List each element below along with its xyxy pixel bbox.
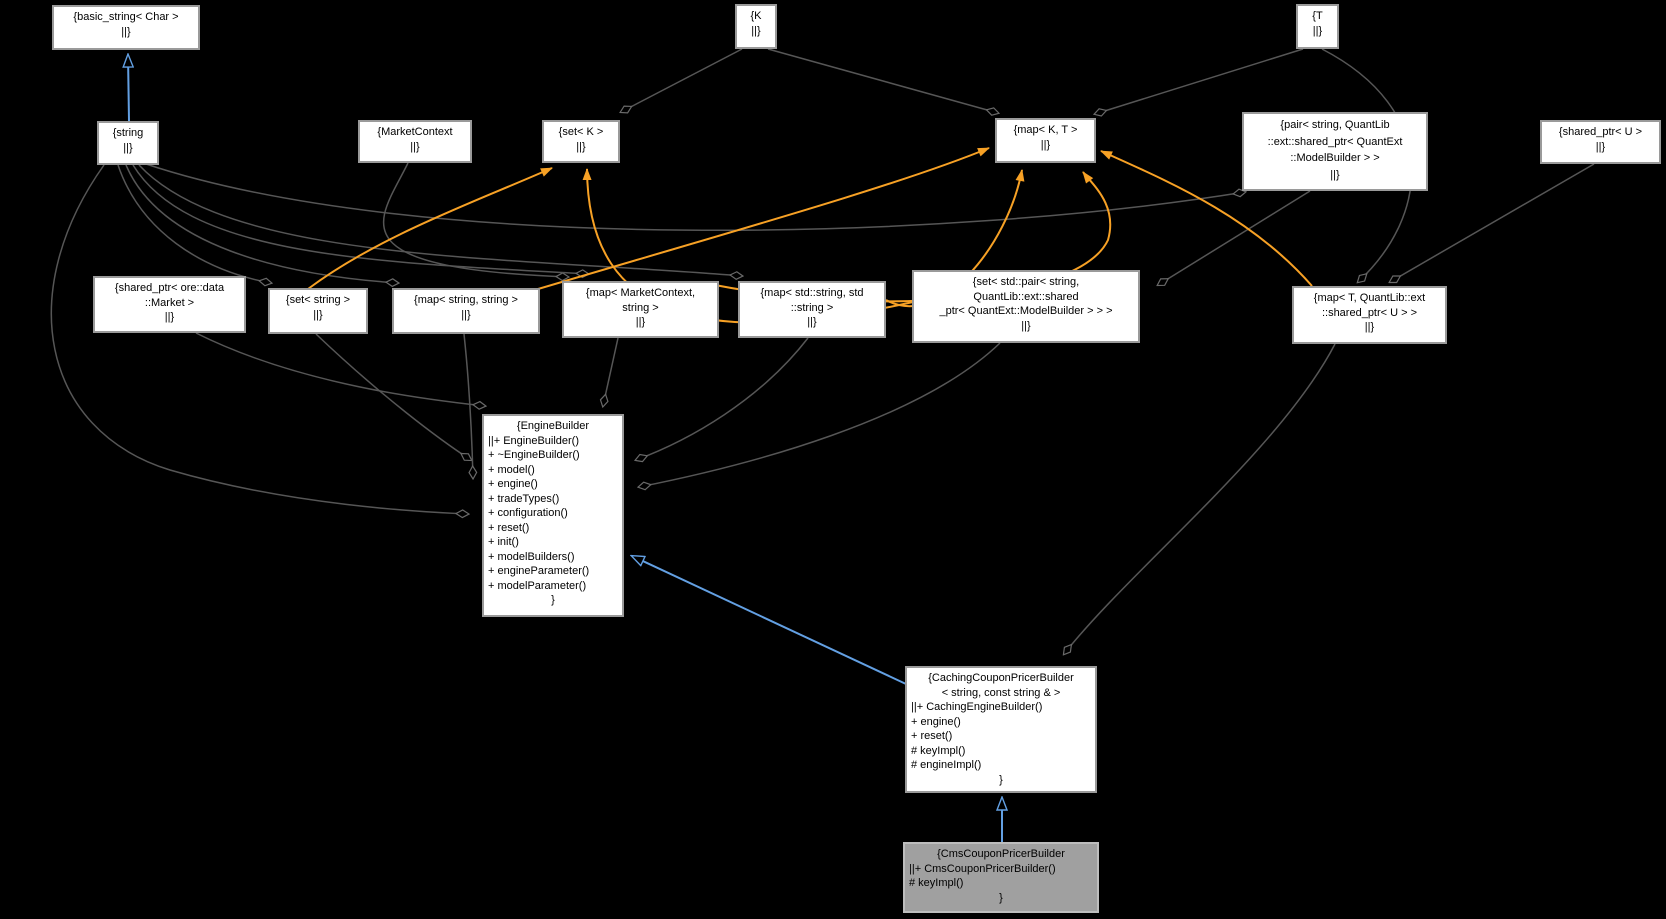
node-line: ||} bbox=[1595, 140, 1606, 153]
node-map-k-t[interactable]: {map< K, T > ||} bbox=[995, 118, 1096, 163]
node-line: {MarketContext bbox=[377, 126, 453, 138]
node-line: ||} bbox=[1330, 168, 1340, 181]
node-line: ||} bbox=[751, 24, 761, 37]
node-k[interactable]: {K ||} bbox=[735, 4, 777, 49]
node-line: + tradeTypes() bbox=[488, 492, 560, 505]
node-line: {map< std::string, std bbox=[760, 287, 864, 299]
node-line: {CmsCouponPricerBuilder bbox=[937, 848, 1065, 860]
node-line: ::ext::shared_ptr< QuantExt bbox=[1267, 135, 1403, 148]
node-line: {EngineBuilder bbox=[516, 420, 590, 432]
node-line: {set< string > bbox=[285, 294, 351, 306]
node-shared-ptr-u[interactable]: {shared_ptr< U > ||} bbox=[1540, 120, 1661, 164]
node-line: ||+ EngineBuilder() bbox=[488, 434, 580, 447]
aggregation-edges bbox=[50, 48, 1595, 654]
node-line: + engineParameter() bbox=[488, 565, 590, 577]
node-caching-coupon-pricer-builder[interactable]: {CachingCouponPricerBuilder < string, co… bbox=[905, 666, 1097, 793]
node-line: ||} bbox=[1021, 319, 1031, 332]
node-line: ||} bbox=[313, 308, 323, 321]
node-line: ||+ CachingEngineBuilder() bbox=[911, 701, 1043, 713]
node-line: + modelBuilders() bbox=[488, 550, 575, 563]
node-line: ||} bbox=[635, 316, 646, 328]
node-line: ||} bbox=[1312, 24, 1323, 37]
node-line: {string bbox=[112, 127, 144, 139]
node-line: # engineImpl() bbox=[911, 759, 982, 771]
node-engine-builder[interactable]: {EngineBuilder ||+ EngineBuilder() + ~En… bbox=[482, 414, 624, 617]
node-line: QuantLib::ext::shared bbox=[973, 290, 1079, 303]
node-basic-string-char[interactable]: {basic_string< Char > ||} bbox=[52, 5, 200, 50]
node-line: + configuration() bbox=[488, 507, 568, 519]
node-line: + modelParameter() bbox=[488, 579, 587, 592]
node-line: + engine() bbox=[488, 478, 538, 490]
node-line: + reset() bbox=[488, 521, 530, 534]
node-line: ||} bbox=[461, 308, 471, 321]
node-line: {pair< string, QuantLib bbox=[1280, 119, 1390, 131]
node-line: {CachingCouponPricerBuilder bbox=[928, 672, 1074, 684]
node-line: {set< K > bbox=[558, 126, 604, 138]
node-line: + model() bbox=[488, 463, 535, 476]
node-set-string[interactable]: {set< string > ||} bbox=[268, 288, 368, 334]
node-line: {K bbox=[750, 10, 762, 22]
node-line: ::string > bbox=[790, 301, 834, 314]
node-map-marketcontext-string[interactable]: {map< MarketContext, string > ||} bbox=[562, 281, 719, 338]
node-map-t-sharedptr-u[interactable]: {map< T, QuantLib::ext ::shared_ptr< U >… bbox=[1292, 286, 1447, 344]
node-line: ||} bbox=[576, 140, 586, 153]
node-line: ::shared_ptr< U > > bbox=[1321, 306, 1418, 319]
node-line: } bbox=[999, 773, 1003, 786]
node-line: {shared_ptr< ore::data bbox=[114, 282, 225, 294]
node-line: # keyImpl() bbox=[909, 877, 964, 889]
node-map-string-string[interactable]: {map< string, string > ||} bbox=[392, 288, 540, 334]
node-line: ||} bbox=[121, 25, 131, 38]
node-line: {map< K, T > bbox=[1013, 124, 1078, 136]
node-line: {basic_string< Char > bbox=[73, 11, 179, 23]
node-set-k[interactable]: {set< K > ||} bbox=[542, 120, 620, 163]
node-line: } bbox=[999, 891, 1003, 904]
node-line: ||} bbox=[164, 311, 175, 323]
node-market-context[interactable]: {MarketContext ||} bbox=[358, 120, 472, 163]
node-line: {map< MarketContext, bbox=[585, 287, 696, 299]
node-line: ||} bbox=[1364, 321, 1375, 333]
node-line: + ~EngineBuilder() bbox=[488, 449, 580, 461]
node-line: < string, const string & > bbox=[941, 686, 1061, 699]
node-line: + engine() bbox=[911, 715, 961, 728]
node-line: {shared_ptr< U > bbox=[1558, 126, 1643, 138]
node-line: {T bbox=[1312, 10, 1323, 22]
node-line: + reset() bbox=[911, 730, 953, 742]
node-line: {set< std::pair< string, bbox=[972, 276, 1080, 288]
node-line: ::Market > bbox=[144, 296, 195, 309]
node-line: } bbox=[551, 594, 555, 606]
node-line: {map< T, QuantLib::ext bbox=[1313, 292, 1426, 304]
node-line: ::ModelBuilder > > bbox=[1290, 152, 1380, 164]
inheritance-edges bbox=[128, 55, 1002, 843]
node-line: ||} bbox=[123, 141, 133, 154]
node-line: ||+ CmsCouponPricerBuilder() bbox=[909, 862, 1056, 875]
node-string[interactable]: {string ||} bbox=[97, 121, 159, 165]
node-line: ||} bbox=[410, 140, 420, 153]
node-line: # keyImpl() bbox=[911, 744, 966, 757]
node-line: {map< string, string > bbox=[414, 294, 518, 306]
node-set-pair-modelbuilder[interactable]: {set< std::pair< string, QuantLib::ext::… bbox=[912, 270, 1140, 343]
node-line: _ptr< QuantExt::ModelBuilder > > > bbox=[939, 305, 1113, 317]
node-line: ||} bbox=[807, 316, 817, 328]
node-t[interactable]: {T ||} bbox=[1296, 4, 1339, 49]
node-line: ||} bbox=[1040, 138, 1051, 151]
node-line: + init() bbox=[488, 536, 519, 548]
node-cms-coupon-pricer-builder[interactable]: {CmsCouponPricerBuilder ||+ CmsCouponPri… bbox=[903, 842, 1099, 913]
node-shared-ptr-market[interactable]: {shared_ptr< ore::data ::Market > ||} bbox=[93, 276, 246, 333]
node-map-stdstring-stdstring[interactable]: {map< std::string, std ::string > ||} bbox=[738, 281, 886, 338]
node-pair-string-modelbuilder[interactable]: {pair< string, QuantLib ::ext::shared_pt… bbox=[1242, 112, 1428, 191]
node-line: string > bbox=[622, 301, 659, 314]
